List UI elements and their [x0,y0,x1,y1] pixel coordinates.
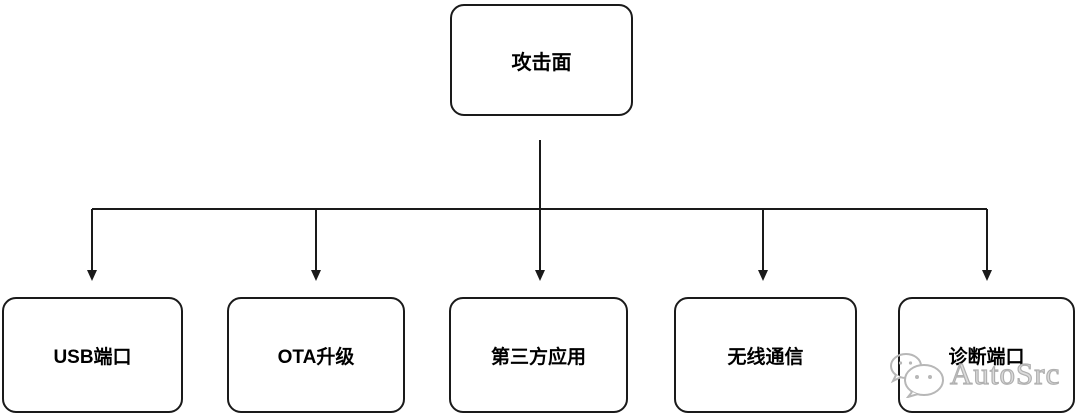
node-attack-surface: 攻击面 [450,4,633,116]
node-label: 第三方应用 [490,346,586,368]
arrowhead-icon [87,270,97,281]
node-third-party-apps: 第三方应用 [449,297,628,413]
node-label: USB端口 [53,346,132,368]
node-label: OTA升级 [277,346,355,368]
node-wireless-comm: 无线通信 [674,297,857,413]
node-label: 诊断端口 [948,346,1025,368]
arrowhead-icon [311,270,321,281]
node-label: 攻击面 [511,51,572,74]
node-diagnostic-port: 诊断端口 [898,297,1075,413]
node-usb-port: USB端口 [2,297,183,413]
arrowhead-icon [535,270,545,281]
node-ota-upgrade: OTA升级 [227,297,405,413]
connector-group [87,140,992,281]
arrowhead-icon [758,270,768,281]
arrowhead-icon [982,270,992,281]
node-label: 无线通信 [727,346,804,368]
